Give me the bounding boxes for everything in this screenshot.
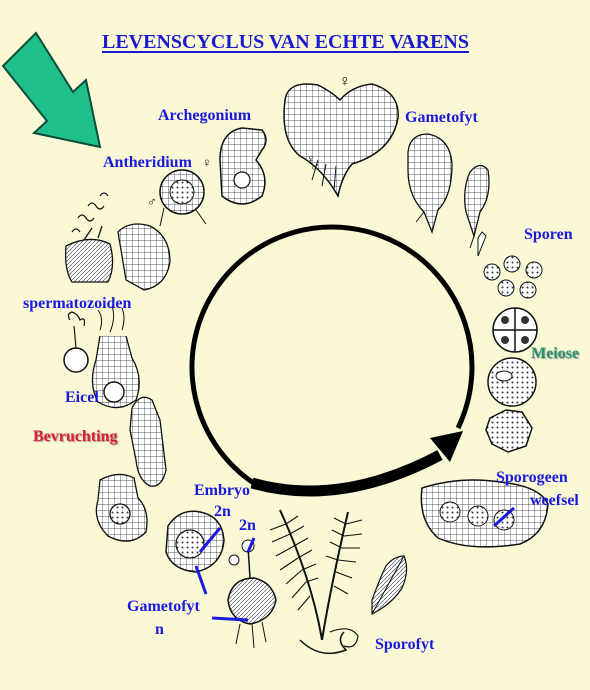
- antheridium-release-illustration: [66, 224, 170, 290]
- young-gametophyte-illustration: [408, 134, 489, 256]
- sporogenous-tissue-illustration: [421, 480, 548, 547]
- label-gametofyt-bottom: Gametofyt: [127, 599, 200, 615]
- label-sporen: Sporen: [524, 227, 573, 243]
- label-bevruchting: Bevruchting: [33, 429, 117, 445]
- label-gametofyt-n: n: [155, 622, 164, 638]
- label-archegonium: Archegonium: [158, 108, 251, 124]
- label-sporogeen: Sporogeen: [496, 470, 568, 486]
- sporophyte-illustration: [270, 510, 362, 653]
- female-symbol-top-icon: ♀: [339, 74, 351, 90]
- fern-leaflet-illustration: [372, 556, 407, 614]
- label-spermatozoiden: spermatozoiden: [23, 296, 131, 312]
- label-weefsel: weefsel: [530, 493, 579, 509]
- label-meiose: Meiose: [531, 346, 579, 362]
- label-young-sporophyte-2n: 2n: [239, 518, 256, 534]
- antheridium-illustration: [160, 170, 206, 226]
- prothallus-illustration: [284, 84, 398, 196]
- label-antheridium: Antheridium: [103, 155, 192, 171]
- male-symbol-antheridium-icon: ♂: [147, 195, 157, 208]
- label-sporofyt: Sporofyt: [375, 637, 434, 653]
- life-cycle-circle: [192, 227, 472, 491]
- egg-cell-archegonium-illustration: [92, 306, 139, 408]
- diagram-title: LEVENSCYCLUS VAN ECHTE VARENS: [102, 32, 469, 52]
- gametofyt-n-pointer-line: [212, 618, 248, 620]
- label-embryo: Embryo: [194, 483, 250, 499]
- spores-illustration: [484, 256, 542, 298]
- male-symbol-prothallus-icon: ♂: [310, 160, 320, 173]
- archegonium-illustration: [220, 128, 266, 204]
- label-eicel: Eicel: [65, 390, 99, 406]
- zygote-archegonium-illustration: [96, 397, 166, 541]
- female-symbol-archegonium-icon: ♀: [202, 156, 212, 169]
- meiosis-cells-illustration: [486, 308, 537, 452]
- label-gametofyt-top: Gametofyt: [405, 110, 478, 126]
- pointer-arrow-icon: [3, 33, 100, 147]
- label-embryo-2n: 2n: [214, 504, 231, 520]
- young-sporophyte-illustration: [228, 540, 276, 648]
- embryo-illustration: [166, 511, 224, 572]
